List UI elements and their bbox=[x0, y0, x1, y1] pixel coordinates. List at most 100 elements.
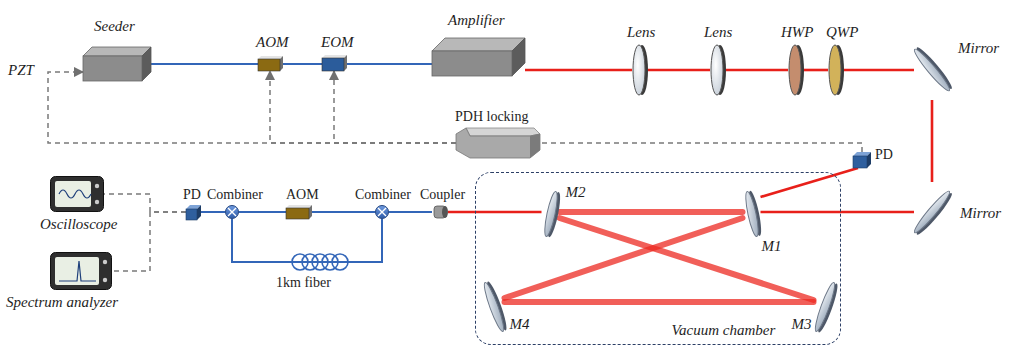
shape-part bbox=[228, 208, 236, 216]
feedback-signal-line bbox=[540, 143, 862, 152]
shape-part bbox=[95, 200, 99, 204]
shape-part bbox=[814, 278, 836, 336]
aom-box: AOM bbox=[258, 56, 283, 71]
optical-fiber bbox=[312, 211, 375, 213]
lens: Lens bbox=[632, 44, 648, 96]
shape-part bbox=[432, 51, 512, 76]
shape-part bbox=[83, 47, 151, 81]
component-label: EOM bbox=[321, 34, 354, 51]
laser-beam bbox=[560, 209, 743, 215]
shape-part bbox=[542, 190, 562, 237]
shape-part bbox=[50, 176, 104, 212]
cavity-mirror: M3 bbox=[814, 278, 836, 336]
shape-part bbox=[51, 253, 112, 290]
vacuum-chamber: Vacuum chamberM2M1M4M3 bbox=[475, 172, 841, 345]
component-label: Spectrum analyzer bbox=[6, 294, 118, 311]
shape-part bbox=[812, 281, 837, 333]
shape-part bbox=[83, 56, 142, 81]
laser-beam bbox=[525, 69, 632, 72]
component-label: Seeder bbox=[94, 18, 135, 35]
cavity-mirror: M2 bbox=[542, 188, 560, 240]
pdh-locking-box: PDH locking bbox=[456, 128, 540, 158]
optical-fiber bbox=[151, 63, 258, 65]
shape-part bbox=[225, 205, 239, 219]
laser-beam bbox=[761, 211, 915, 214]
component-label: Mirror bbox=[958, 40, 999, 57]
shape-part bbox=[286, 208, 309, 219]
optical-fiber bbox=[201, 211, 225, 213]
cavity-mirror: M1 bbox=[743, 188, 761, 240]
shape-part bbox=[55, 181, 91, 207]
shape-part bbox=[743, 190, 760, 237]
eom-box: EOM bbox=[322, 55, 347, 71]
shape-part bbox=[711, 45, 723, 95]
laser-beam bbox=[505, 218, 743, 298]
shape-part bbox=[55, 257, 99, 285]
optical-fiber bbox=[283, 63, 322, 65]
component-label: Oscilloscope bbox=[40, 216, 117, 233]
shape-part bbox=[344, 55, 347, 71]
shape-part bbox=[914, 40, 950, 100]
oscilloscope: Oscilloscope bbox=[50, 176, 104, 212]
shape-part bbox=[50, 252, 112, 290]
laser-beam bbox=[844, 69, 914, 72]
mirror: Mirror bbox=[914, 182, 950, 242]
shape-part bbox=[912, 45, 955, 93]
shape-part bbox=[633, 45, 645, 95]
component-label: M3 bbox=[792, 316, 812, 333]
shape-part bbox=[512, 38, 525, 76]
component-label: HWP bbox=[781, 24, 814, 41]
shape-part bbox=[743, 190, 763, 237]
shape-part bbox=[867, 152, 871, 168]
spectrum-analyzer: Spectrum analyzer bbox=[50, 252, 112, 290]
shape-part bbox=[286, 205, 312, 219]
shape-part bbox=[103, 260, 107, 264]
feedback-signal-line bbox=[112, 212, 186, 271]
photodetector: PD bbox=[853, 152, 871, 168]
shape-part bbox=[376, 206, 389, 219]
feedback-signal-line bbox=[270, 71, 456, 143]
shape-part bbox=[258, 56, 283, 59]
cavity-mirror: M4 bbox=[483, 278, 505, 336]
shape-part bbox=[432, 38, 525, 51]
shape-part bbox=[59, 190, 91, 198]
component-label: QWP bbox=[826, 24, 859, 41]
laser-beam bbox=[648, 69, 710, 72]
mirror: Mirror bbox=[914, 40, 950, 100]
shape-part bbox=[322, 55, 347, 58]
optical-fiber bbox=[239, 211, 286, 213]
component-label: Vacuum chamber bbox=[672, 322, 776, 339]
optical-fiber bbox=[389, 211, 432, 213]
shape-part bbox=[632, 44, 648, 96]
shape-part bbox=[530, 134, 540, 158]
shape-part bbox=[456, 128, 540, 158]
shape-part bbox=[456, 128, 540, 158]
laser-beam bbox=[931, 100, 934, 182]
shape-part bbox=[142, 47, 151, 81]
half-wave-plate: HWP bbox=[788, 44, 804, 96]
shape-part bbox=[186, 205, 201, 220]
shape-part bbox=[853, 152, 871, 168]
shape-part bbox=[789, 45, 801, 95]
shape-part bbox=[309, 205, 312, 219]
shape-part bbox=[466, 128, 540, 136]
shape-part bbox=[914, 182, 950, 242]
shape-part bbox=[286, 205, 312, 208]
shape-part bbox=[853, 156, 867, 168]
shape-part bbox=[829, 45, 841, 95]
component-label: PD bbox=[875, 146, 893, 163]
component-label: AOM bbox=[256, 34, 289, 51]
shape-part bbox=[481, 280, 509, 333]
laser-beam bbox=[726, 69, 788, 72]
shape-part bbox=[542, 190, 559, 237]
seeder-laser: Seeder bbox=[83, 47, 151, 81]
component-label: M1 bbox=[762, 238, 782, 255]
shape-part bbox=[95, 184, 99, 188]
component-label: Combiner bbox=[207, 186, 263, 203]
fiber-combiner: Combiner bbox=[225, 205, 239, 219]
shape-part bbox=[788, 44, 804, 96]
shape-part bbox=[375, 205, 389, 219]
fiber-coupler: Coupler bbox=[432, 205, 448, 219]
shape-part bbox=[322, 58, 344, 71]
